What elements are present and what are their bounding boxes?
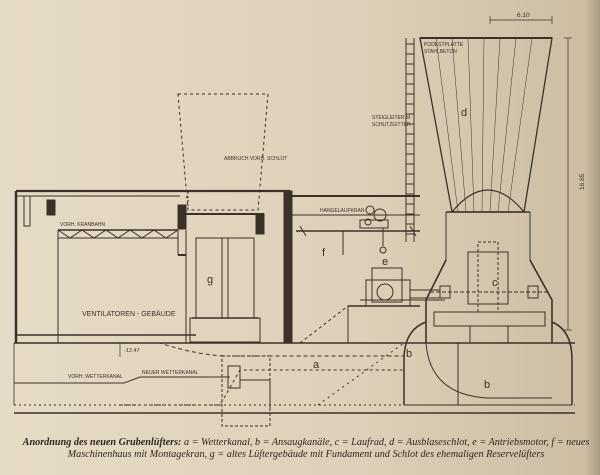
label-hangelaufkran: HANGELAUFKRAN bbox=[320, 208, 365, 214]
dim-top-width: 6.10 bbox=[517, 12, 530, 19]
machine-house-f bbox=[292, 195, 445, 344]
label-steigleiter-2: SCHUTZGITTER bbox=[372, 122, 411, 128]
label-ventilatoren-gebaeude: VENTILATOREN - GEBÄUDE bbox=[82, 310, 176, 318]
label-vorh-kranbahn: VORH. KRANBAHN bbox=[60, 222, 105, 228]
letter-e: e bbox=[382, 256, 388, 268]
motor-e bbox=[360, 267, 445, 307]
ventilator-building bbox=[14, 189, 290, 343]
letter-b-upper: b bbox=[406, 348, 412, 360]
dim-level: -12.47 bbox=[124, 348, 140, 354]
label-steigleiter-1: STEIGLEITER M. bbox=[372, 115, 411, 121]
label-podest-2: STAHLBETON bbox=[424, 49, 457, 55]
label-podest-1: PODESTPLATTE bbox=[424, 42, 464, 48]
label-abbruch: ABBRUCH VORH. SCHLOT bbox=[224, 156, 287, 162]
letter-c: c bbox=[492, 277, 498, 289]
letter-d: d bbox=[461, 107, 467, 119]
ladder bbox=[405, 38, 415, 242]
wetterkanal-a bbox=[14, 342, 405, 427]
dividing-wall bbox=[283, 190, 293, 344]
letter-b-lower: b bbox=[484, 379, 490, 391]
letter-a: a bbox=[313, 359, 320, 371]
old-stack-g bbox=[177, 93, 269, 343]
figure-caption: Anordnung des neuen Grubenlüfters: a = W… bbox=[14, 437, 598, 462]
label-vorh-wetterkanal: VORH. WETTERKANAL bbox=[68, 374, 123, 380]
dimension-lines bbox=[119, 16, 572, 357]
label-neuer-wetterkanal: NEUER WETTERKANAL bbox=[142, 370, 199, 376]
caption-text: a = Wetterkanal, b = Ansaugkanäle, c = L… bbox=[67, 437, 590, 461]
caption-title: Anordnung des neuen Grubenlüfters: bbox=[22, 437, 182, 448]
page-edge-shadow bbox=[586, 0, 600, 475]
letter-g: g bbox=[207, 274, 213, 286]
dim-height: 16.65 bbox=[579, 173, 586, 190]
fan-housing bbox=[403, 241, 573, 406]
exhaust-stack-d bbox=[419, 37, 553, 260]
letter-f: f bbox=[322, 247, 326, 259]
